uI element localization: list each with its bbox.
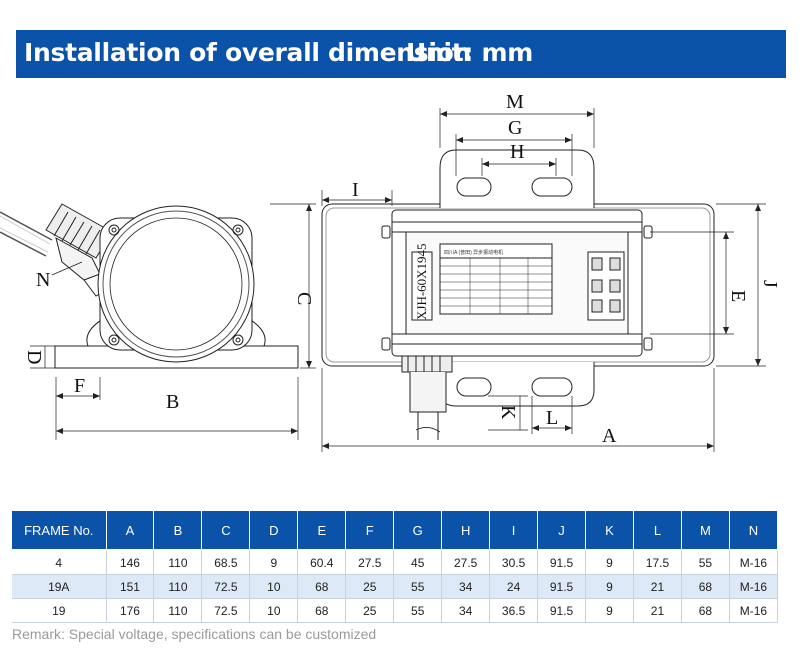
table-cell: 34 — [441, 574, 491, 599]
table-cell: M-16 — [729, 574, 779, 599]
label-k: K — [497, 405, 519, 420]
header-cell: L — [633, 511, 682, 551]
header-cell: G — [393, 511, 443, 551]
frame-dimension-table: FRAME No. A B C D E F G H I J K L M N 4 … — [12, 511, 779, 623]
label-c: C — [293, 292, 315, 305]
table-cell: 151 — [106, 574, 155, 599]
page-title: Installation of overall dimension — [24, 38, 472, 67]
table-row: 19 176 110 72.5 10 68 25 55 34 36.5 91.5… — [12, 598, 779, 623]
table-cell: 30.5 — [489, 550, 539, 575]
table-cell: 19 — [12, 598, 107, 623]
header-cell: N — [729, 511, 779, 551]
table-cell: 25 — [345, 574, 395, 599]
table-cell: 110 — [153, 598, 203, 623]
label-l: L — [546, 407, 558, 429]
table-cell: 27.5 — [345, 550, 395, 575]
table-cell: 21 — [633, 598, 682, 623]
table-cell: 10 — [249, 598, 299, 623]
label-e: E — [727, 290, 749, 302]
label-n: N — [36, 269, 50, 291]
label-g: G — [508, 117, 522, 139]
label-a: A — [602, 425, 617, 447]
table-cell: 68 — [297, 598, 347, 623]
table-cell: 72.5 — [201, 598, 251, 623]
table-cell: 17.5 — [633, 550, 682, 575]
table-cell: 36.5 — [489, 598, 539, 623]
table-cell: 9 — [585, 574, 634, 599]
remark-text: Remark: Special voltage, specifications … — [12, 626, 377, 642]
top-view — [321, 108, 766, 452]
header-cell: I — [489, 511, 539, 551]
label-m: M — [506, 91, 524, 113]
table-cell: 91.5 — [537, 574, 587, 599]
side-view — [0, 203, 316, 440]
header-cell: C — [201, 511, 251, 551]
nameplate-title: 四川A (普田) 异步振动电机 — [444, 249, 503, 256]
table-cell: M-16 — [729, 598, 779, 623]
table-cell: 68 — [681, 598, 730, 623]
table-cell: 9 — [585, 550, 634, 575]
unit-label: Unit: mm — [406, 38, 534, 67]
table-cell: 110 — [153, 574, 203, 599]
header-cell: H — [441, 511, 491, 551]
header-cell: D — [249, 511, 299, 551]
table-cell: 110 — [153, 550, 203, 575]
table-cell: 9 — [585, 598, 634, 623]
table-cell: 176 — [106, 598, 155, 623]
table-cell: 68 — [297, 574, 347, 599]
table-cell: 10 — [249, 574, 299, 599]
table-cell: 25 — [345, 598, 395, 623]
table-cell: 91.5 — [537, 550, 587, 575]
table-row: 4 146 110 68.5 9 60.4 27.5 45 27.5 30.5 … — [12, 550, 779, 575]
header-cell: B — [153, 511, 203, 551]
title-banner: Installation of overall dimension Unit: … — [16, 30, 786, 78]
label-i: I — [352, 179, 359, 201]
label-b: B — [166, 391, 179, 413]
header-cell: K — [585, 511, 634, 551]
dimension-drawing: 四川A (普田) 异步振动电机 XJH-60X1945 M G H I N C … — [0, 91, 781, 452]
table-cell: 91.5 — [537, 598, 587, 623]
table-cell: 24 — [489, 574, 539, 599]
header-cell: A — [106, 511, 155, 551]
model-text: XJH-60X1945 — [414, 243, 429, 320]
table-cell: 72.5 — [201, 574, 251, 599]
table-cell: 55 — [393, 598, 443, 623]
table-header-row: FRAME No. A B C D E F G H I J K L M N — [12, 511, 779, 551]
table-cell: 55 — [393, 574, 443, 599]
table-cell: 55 — [681, 550, 730, 575]
header-cell: F — [345, 511, 395, 551]
table-cell: 27.5 — [441, 550, 491, 575]
table-cell: M-16 — [729, 550, 779, 575]
table-cell: 68 — [681, 574, 730, 599]
header-cell: FRAME No. — [12, 511, 107, 551]
cable-gland — [45, 203, 113, 297]
table-cell: 60.4 — [297, 550, 347, 575]
table-cell: 45 — [393, 550, 443, 575]
label-f: F — [74, 375, 85, 397]
table-cell: 4 — [12, 550, 107, 575]
table-cell: 9 — [249, 550, 299, 575]
header-cell: E — [297, 511, 347, 551]
header-cell: J — [537, 511, 587, 551]
table-row: 19A 151 110 72.5 10 68 25 55 34 24 91.5 … — [12, 574, 779, 599]
label-j: J — [759, 280, 781, 288]
table-cell: 68.5 — [201, 550, 251, 575]
table-cell: 19A — [12, 574, 107, 599]
table-cell: 146 — [106, 550, 155, 575]
table-cell: 34 — [441, 598, 491, 623]
label-d: D — [23, 350, 45, 364]
table-cell: 21 — [633, 574, 682, 599]
label-h: H — [510, 141, 524, 163]
header-cell: M — [681, 511, 730, 551]
